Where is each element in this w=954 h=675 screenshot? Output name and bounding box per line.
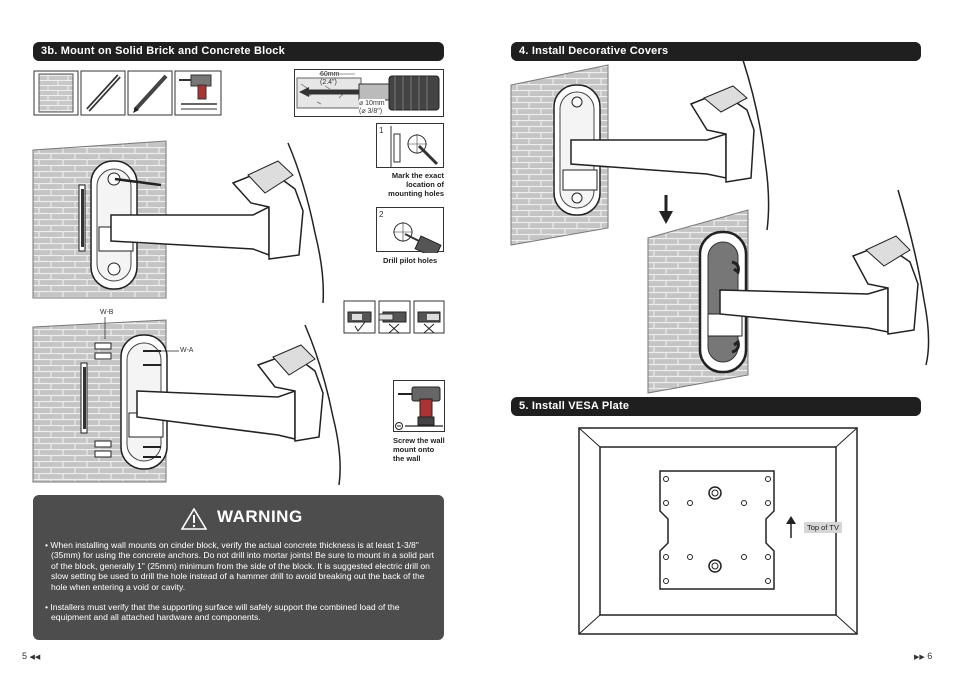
step1-number: 1	[379, 126, 384, 135]
tools-row	[33, 70, 223, 121]
top-of-tv-text: Top of TV	[807, 523, 839, 532]
warning-bullets: • When installing wall mounts on cinder …	[43, 540, 439, 633]
drill-depth-inch-label: (2.4")	[320, 79, 337, 86]
page-number-left: 5 ◀◀	[22, 651, 40, 661]
page-arrow-right-icon: ▶▶	[914, 654, 925, 661]
page-number-right: ▶▶ 6	[914, 651, 932, 661]
anchor-incorrect-1	[378, 300, 411, 334]
drill-depth-label: 60mm	[320, 71, 340, 78]
top-of-tv-label: Top of TV	[804, 522, 842, 533]
section5-title-text: 5. Install VESA Plate	[519, 400, 630, 412]
warning-title: WARNING	[217, 507, 303, 526]
brick-wall-icon	[33, 70, 79, 116]
step1-caption-line: Mark the exact	[391, 171, 444, 180]
arrow-down-icon	[659, 195, 673, 224]
pencil-icon	[127, 70, 173, 116]
warning-bullet: • Installers must verify that the suppor…	[45, 602, 400, 623]
step3-caption: Screw the wall mount onto the wall	[393, 436, 453, 463]
level-icon	[80, 70, 126, 116]
vesa-plate-illustration	[578, 427, 858, 635]
drill-depth-diagram: 60mm (2.4") ⌀ 10mm (⌀ 3/8")	[294, 69, 444, 117]
step3-caption-line: the wall	[393, 454, 421, 463]
step1-caption: Mark the exact location of mounting hole…	[378, 171, 444, 198]
step1-caption-line: location of	[406, 180, 444, 189]
page-number-right-text: 6	[927, 651, 933, 661]
cover-after-illustration	[647, 189, 930, 394]
section-title-5: 5. Install VESA Plate	[511, 397, 921, 416]
step2-image: 2	[376, 207, 444, 253]
anchor-depth-comparison	[343, 300, 445, 334]
label-wb: W-B	[100, 309, 114, 316]
drill-diameter-label: ⌀ 10mm	[359, 99, 385, 107]
tools-icons	[33, 70, 222, 116]
mount-marking-illustration	[32, 140, 325, 304]
section-title-4: 4. Install Decorative Covers	[511, 42, 921, 61]
anchor-incorrect-2	[413, 300, 445, 334]
section-title-text: 3b. Mount on Solid Brick and Concrete Bl…	[41, 45, 285, 57]
step2-number: 2	[379, 210, 384, 219]
anchor-correct	[343, 300, 376, 334]
warning-bullet: • When installing wall mounts on cinder …	[45, 540, 435, 592]
cover-before-illustration	[510, 59, 770, 246]
page-number-left-text: 5	[22, 651, 28, 661]
section4-title-text: 4. Install Decorative Covers	[519, 45, 669, 57]
warning-box: WARNING • When installing wall mounts on…	[33, 495, 444, 640]
label-wa: W-A	[180, 347, 194, 354]
drill-icon	[398, 386, 441, 426]
arrow-up-icon	[786, 516, 796, 538]
warning-triangle-icon	[181, 508, 207, 530]
step1-image: 1	[376, 123, 444, 168]
section-title-3b: 3b. Mount on Solid Brick and Concrete Bl…	[33, 42, 444, 61]
screw-icon	[395, 422, 443, 430]
page-arrow-left-icon: ◀◀	[29, 654, 41, 661]
mount-screwing-illustration	[32, 317, 341, 486]
step3-caption-line: mount onto	[393, 445, 435, 454]
drill-icon	[174, 70, 222, 116]
drill-diameter-inch-label: (⌀ 3/8")	[359, 107, 383, 115]
step3-caption-line: Screw the wall	[393, 436, 445, 445]
step2-caption: Drill pilot holes	[383, 256, 438, 265]
step1-caption-line: mounting holes	[388, 189, 444, 198]
